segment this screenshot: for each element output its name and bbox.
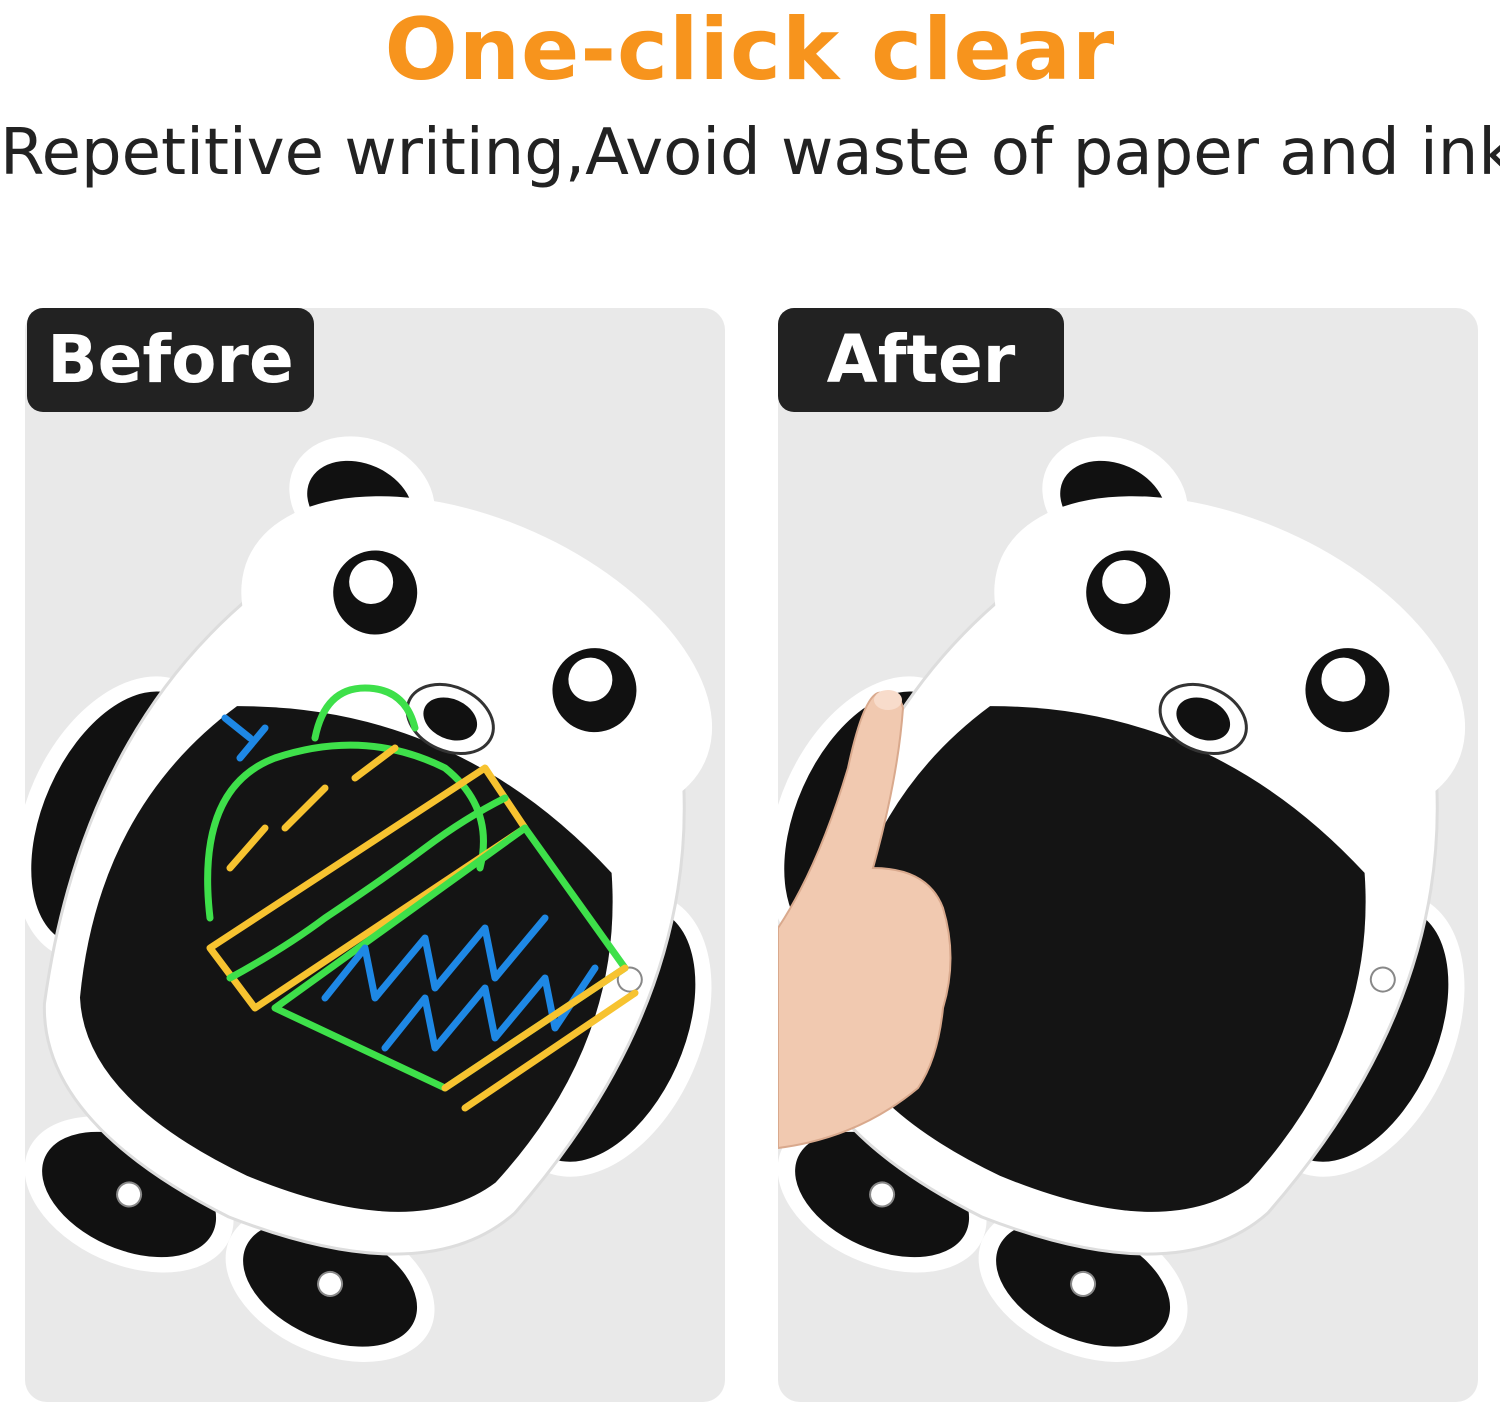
page-title: One-click clear [384, 0, 1116, 100]
before-panel [25, 308, 725, 1402]
after-panel [778, 308, 1478, 1402]
finger-pressing-button-icon [778, 690, 952, 1150]
panda-tablet-before-icon [25, 436, 713, 1363]
before-label: Before [27, 308, 314, 412]
after-label: After [778, 308, 1064, 412]
panda-tablet-after-icon [778, 436, 1466, 1363]
page-subtitle: Repetitive writing,Avoid waste of paper … [0, 116, 1500, 190]
